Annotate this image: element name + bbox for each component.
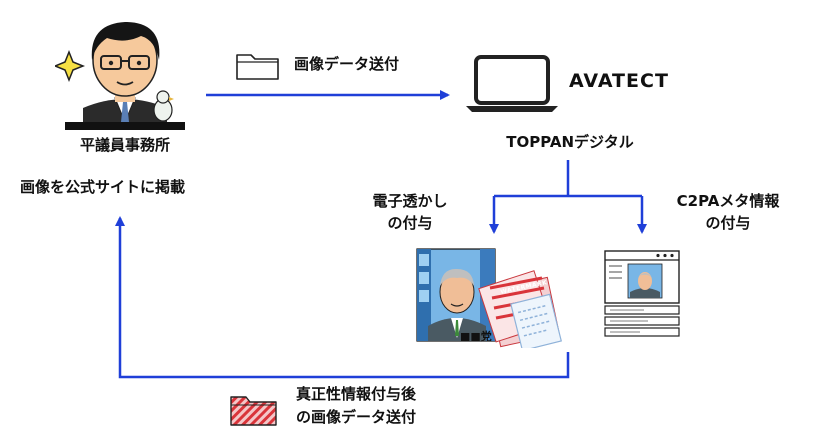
watermark-label-line2: の付与 [387,214,433,232]
arrow-return [115,216,570,379]
return-send-label-line1: 真正性情報付与後 [296,385,417,403]
watermarked-photo-illustration: WATERMARK ■■党 [416,248,566,352]
return-send-label-line2: の画像データ送付 [296,408,417,426]
office-name: 平議員事務所 [79,136,170,154]
c2pa-label-line1: C2PAメタ情報 [676,192,780,210]
avatect-logo: AVATECT [569,70,669,92]
watermarked-photo-icon [416,248,562,352]
vendor-name: TOPPANデジタル [506,133,634,151]
c2pa-label-line2: の付与 [705,214,751,232]
politician-avatar-icon [55,22,185,130]
c2pa-document-icon [604,250,680,337]
authenticated-folder-icon [230,396,277,426]
office-action-label: 画像を公式サイトに掲載 [20,178,186,196]
folder-icon [236,54,279,80]
send-image-label: 画像データ送付 [294,55,400,73]
party-badge: ■■党 [460,330,492,343]
watermark-label-line1: 電子透かし [372,192,448,210]
laptop-icon [466,55,558,112]
